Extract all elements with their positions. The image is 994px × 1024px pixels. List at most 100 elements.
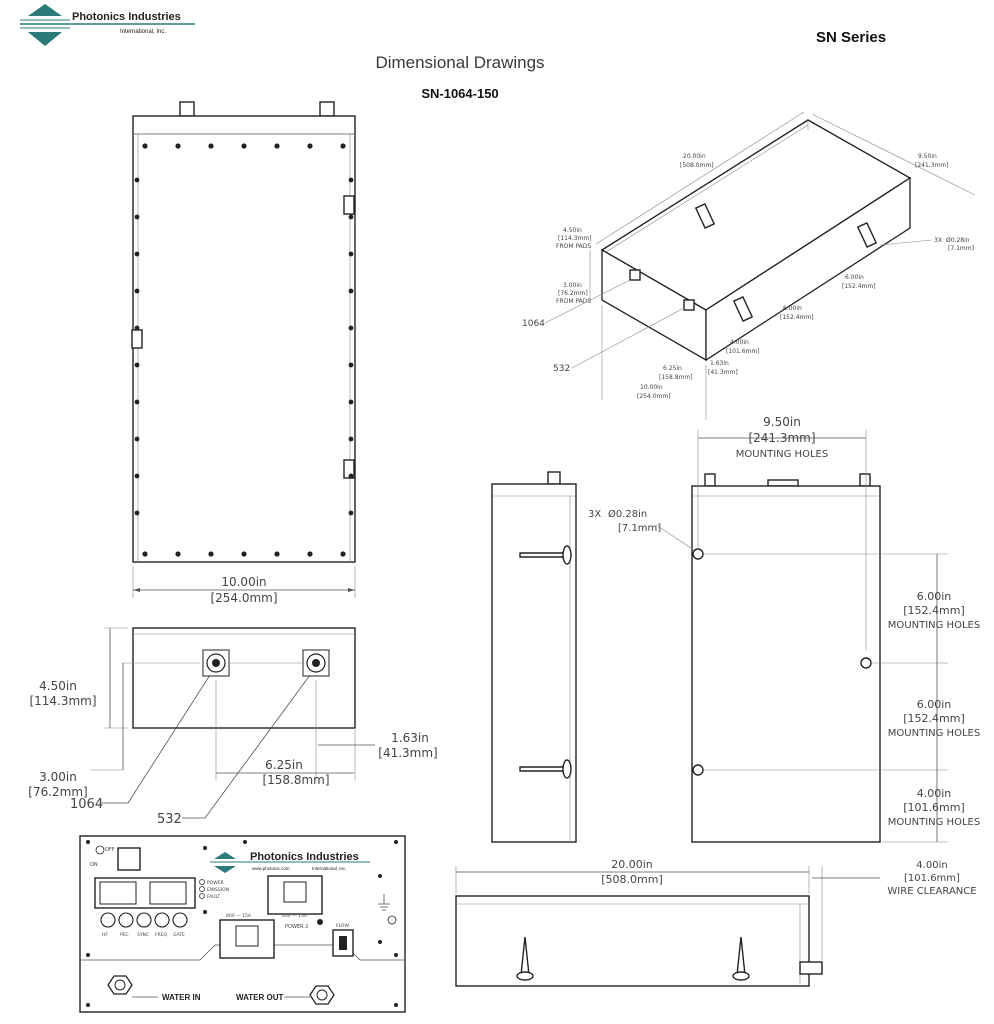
side-latch-bottom (519, 759, 572, 779)
top-latch-3 (343, 459, 355, 479)
iso-from-pads-2: FROM PADS (556, 298, 591, 305)
front-port-spacing-in: 6.25in (265, 758, 303, 772)
top-view: 10.00in [254.0mm] (131, 101, 356, 605)
iso-latch-2 (856, 221, 878, 249)
panel-logo-bottom-icon (214, 866, 236, 873)
front-view-outline (132, 627, 356, 729)
iso-hole-sp2-in: 6.00in (783, 305, 802, 312)
iso-label-1064: 1064 (522, 319, 545, 329)
front-port-spacing-mm: [158.8mm] (262, 773, 329, 787)
front-height-in: 4.50in (39, 679, 77, 693)
iso-from-pads-1: FROM PADS (556, 243, 591, 250)
series-label: SN Series (816, 29, 886, 46)
top-width-in: 10.00in (221, 575, 266, 589)
bottom-view-outline (691, 485, 881, 843)
iso-label-532: 532 (553, 364, 570, 374)
iso-sp-mm: [158.8mm] (659, 374, 693, 381)
bottom-sp2-mm: [152.4mm] (903, 712, 965, 725)
top-bolt (241, 143, 247, 149)
top-bolt (348, 177, 354, 183)
iso-hole-dia: Ø0.28in (946, 237, 970, 244)
iso-width-in: 9.50in (918, 153, 937, 160)
bnc-freq-label: FREQ (155, 932, 168, 938)
iso-port-mm: [76.2mm] (558, 290, 588, 297)
panel-screw (378, 940, 382, 944)
top-bolt (340, 551, 346, 557)
logo-diamond-bottom-icon (28, 32, 62, 46)
power2-label: POWER 2 (285, 924, 308, 930)
top-bolt (348, 510, 354, 516)
top-bolt (175, 551, 181, 557)
top-handle-right (319, 101, 335, 117)
logo-subtext: International, Inc. (120, 29, 166, 35)
iso-edge-in: 1.63in (710, 360, 729, 367)
panel-screw (203, 846, 207, 850)
iso-edge-mm: [41.3mm] (708, 369, 738, 376)
long-clear-in: 4.00in (916, 860, 947, 871)
top-width-mm: [254.0mm] (210, 591, 277, 605)
isometric-view: 20.00in [508.0mm] 9.50in [241.3mm] 4.50i… (522, 111, 976, 420)
bottom-sp2-label: MOUNTING HOLES (888, 728, 980, 739)
panel-logo-text: Photonics Industries (250, 851, 359, 863)
panel-screw (394, 953, 398, 957)
panel-screw (243, 840, 247, 844)
power-switch (117, 847, 141, 871)
port-532-connector (302, 649, 330, 677)
top-bolt (134, 177, 140, 183)
top-handle-left (179, 101, 195, 117)
front-edge-offset-in: 1.63in (391, 731, 429, 745)
bottom-sp3-label: MOUNTING HOLES (888, 817, 980, 828)
top-bolt (142, 143, 148, 149)
led-emission-icon (199, 886, 205, 892)
section-title: Dimensional Drawings (375, 53, 544, 72)
narrow-side-view (491, 471, 577, 843)
panel-logo-top-icon (214, 852, 236, 859)
iso-sp-in: 6.25in (663, 365, 682, 372)
led-fault-icon (199, 893, 205, 899)
top-bolt (134, 473, 140, 479)
top-bolt (134, 251, 140, 257)
led-power-icon (199, 879, 205, 885)
top-bolt (134, 510, 140, 516)
iso-width-mm: [241.3mm] (915, 162, 949, 169)
front-edge-offset-mm: [41.3mm] (378, 746, 437, 760)
panel-logo-sub: International, Inc. (312, 866, 347, 871)
water-in-fitting (107, 975, 133, 995)
top-bolt-pattern (134, 143, 354, 557)
panel-screw (86, 1003, 90, 1007)
label-1064: 1064 (70, 797, 103, 812)
top-bolt (348, 362, 354, 368)
front-port-height-in: 3.00in (39, 770, 77, 784)
led-power-label: POWER (207, 880, 224, 886)
bottom-sp1-in: 6.00in (917, 590, 952, 603)
port-1064-connector (202, 649, 230, 677)
bnc-gate-label: GATE (173, 932, 185, 938)
iso-port-in: 3.00in (563, 282, 582, 289)
top-bolt (348, 251, 354, 257)
iso-height-in: 4.50in (563, 227, 582, 234)
iso-w-mm: [254.0mm] (637, 393, 671, 400)
top-bolt (348, 399, 354, 405)
iso-height-mm: [114.3mm] (558, 235, 592, 242)
top-bolt (348, 436, 354, 442)
panel-screw (394, 840, 398, 844)
iso-side-face (705, 176, 911, 362)
long-side-latch-right (732, 936, 750, 981)
supply2-label: 40V — 15A (282, 913, 308, 919)
logo-diamond-top-icon (28, 4, 62, 16)
panel-screw (378, 874, 382, 878)
led-fault-label: FAULT (207, 894, 220, 900)
company-logo: Photonics Industries International, Inc. (20, 4, 195, 46)
panel-hole-icon (387, 915, 397, 925)
top-bolt (307, 551, 313, 557)
iso-hole-mm: [7.1mm] (948, 245, 974, 252)
flow-label: FLOW (336, 923, 349, 929)
iso-length-in: 20.00in (683, 153, 706, 160)
panel-logo-web: www.photonix.com (252, 866, 290, 871)
panel-screw (86, 953, 90, 957)
iso-hole-sp-mm: [152.4mm] (842, 283, 876, 290)
top-bolt (348, 214, 354, 220)
top-bolt (340, 143, 346, 149)
top-bolt (274, 143, 280, 149)
